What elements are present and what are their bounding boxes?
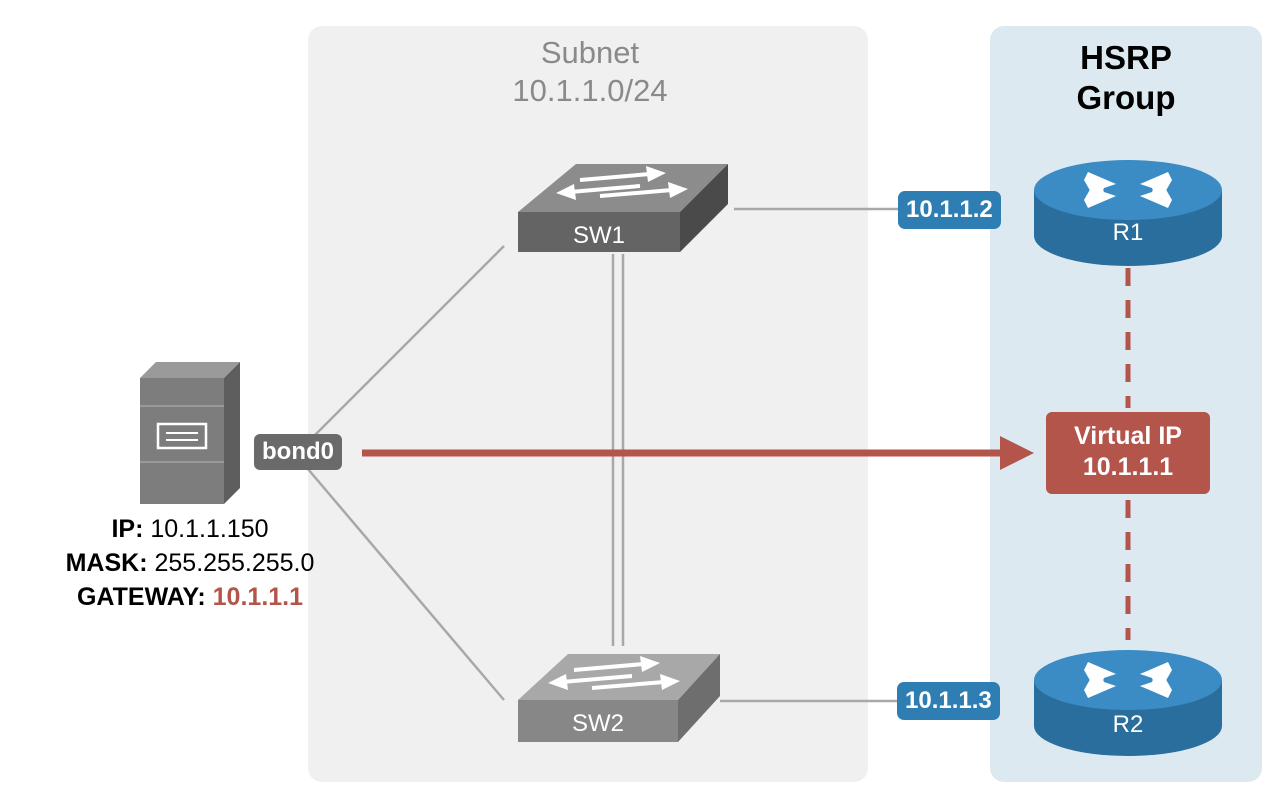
link-server-sw2 — [301, 461, 505, 701]
r2-label: R2 — [1113, 711, 1144, 738]
server-mask-row: MASK: 255.255.255.0 — [20, 546, 360, 580]
r1-ip-badge: 10.1.1.2 — [898, 191, 1001, 229]
mask-value: 255.255.255.0 — [154, 549, 315, 577]
ip-key: IP: — [111, 515, 144, 543]
router-r2-icon: R2 — [1034, 650, 1222, 756]
subnet-cidr: 10.1.1.0/24 — [512, 73, 668, 108]
subnet-title-label: Subnet — [540, 35, 640, 70]
gateway-value: 10.1.1.1 — [212, 583, 304, 611]
hsrp-title-line2: Group — [1076, 79, 1176, 116]
subnet-title: Subnet 10.1.1.0/24 — [450, 34, 730, 110]
hsrp-title-line1: HSRP — [1080, 39, 1172, 76]
server-gateway-row: GATEWAY: 10.1.1.1 — [20, 580, 360, 614]
mask-key: MASK: — [65, 549, 148, 577]
virtual-ip-address: 10.1.1.1 — [1082, 453, 1174, 481]
link-server-sw1 — [301, 245, 505, 449]
r1-label: R1 — [1113, 219, 1144, 246]
router-r1-icon: R1 — [1034, 160, 1222, 266]
gateway-key: GATEWAY: — [76, 583, 206, 611]
gateway-arrowhead — [1000, 436, 1034, 470]
virtual-ip-label: Virtual IP — [1074, 422, 1182, 450]
server-ip-row: IP: 10.1.1.150 — [20, 512, 360, 546]
ip-value: 10.1.1.150 — [150, 515, 269, 543]
sw2-label: SW2 — [572, 710, 624, 737]
r2-ip-badge: 10.1.1.3 — [897, 682, 1000, 720]
bond0-interface-label: bond0 — [254, 434, 342, 470]
switch-sw1-icon: SW1 — [518, 164, 728, 252]
hsrp-title: HSRP Group — [1000, 38, 1252, 118]
switch-sw2-icon: SW2 — [518, 654, 720, 742]
virtual-ip-box: Virtual IP 10.1.1.1 — [1046, 412, 1210, 494]
server-icon — [140, 362, 240, 504]
sw1-label: SW1 — [573, 222, 625, 249]
server-config: IP: 10.1.1.150 MASK: 255.255.255.0 GATEW… — [20, 512, 360, 614]
